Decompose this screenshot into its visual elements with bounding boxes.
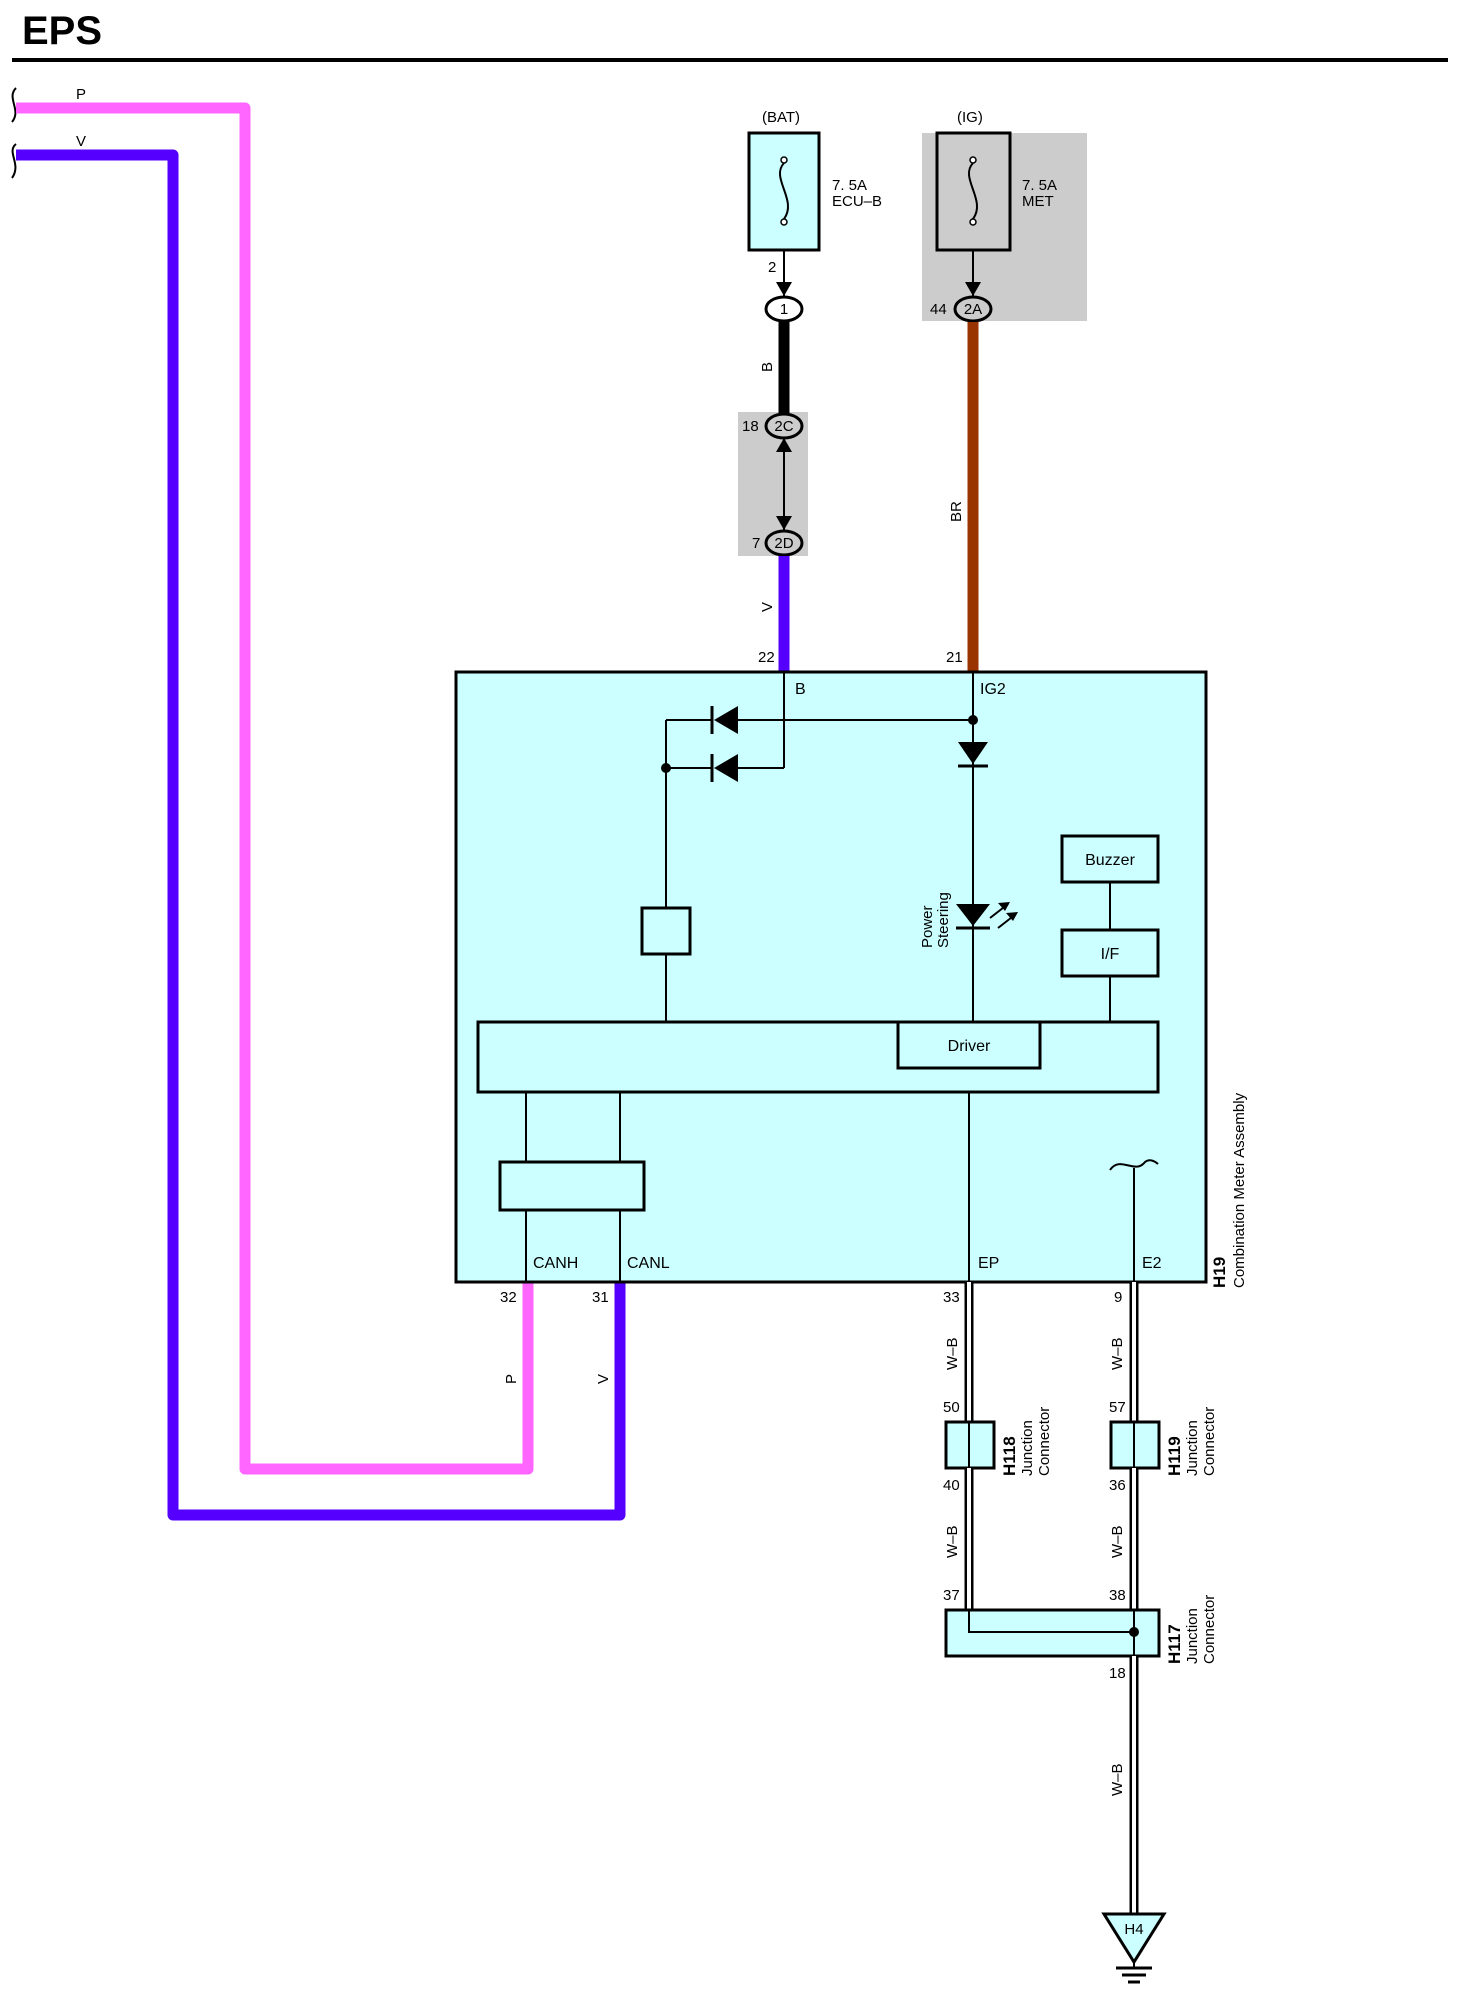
terminal-ep: EP (978, 1255, 999, 1272)
pin-18: 18 (742, 418, 759, 435)
driver-block (896, 1020, 1042, 1070)
regulator-block (640, 906, 692, 956)
fuse-ig-rating: 7. 5A (1022, 177, 1057, 194)
pin-22: 22 (758, 649, 775, 666)
terminal-canh: CANH (533, 1255, 578, 1272)
wire-label-wb-ground: W–B (1109, 1763, 1126, 1796)
pin-7: 7 (752, 535, 760, 552)
terminal-e2: E2 (1142, 1255, 1162, 1272)
wire-label-wb-e2-2: W–B (1109, 1525, 1126, 1558)
h117-connector: Connector (1201, 1595, 1218, 1664)
connector-2d (764, 529, 804, 557)
page-title: EPS (22, 9, 102, 53)
if-block (1060, 928, 1160, 978)
meter-name: Combination Meter Assembly (1231, 1092, 1248, 1288)
pin-18-h117: 18 (1109, 1665, 1126, 1682)
wire-v-canl (16, 149, 626, 1521)
pin-31: 31 (592, 1289, 609, 1306)
h117-label: H117 (1165, 1624, 1184, 1664)
pin-37: 37 (943, 1587, 960, 1604)
driver-label: Driver (948, 1038, 991, 1055)
pin-50: 50 (943, 1399, 960, 1416)
h119-label: H119 (1165, 1436, 1184, 1476)
pin-57: 57 (1109, 1399, 1126, 1416)
diode-ig2 (958, 742, 988, 764)
pin-21: 21 (946, 649, 963, 666)
connector-1-label: 1 (780, 301, 788, 318)
terminal-b: B (795, 681, 806, 698)
connector-2a (953, 295, 993, 323)
can-transceiver-block (498, 1160, 646, 1212)
fuse-ecu-b-element (778, 162, 790, 220)
wire-label-wb-ep-2: W–B (944, 1525, 961, 1558)
fuse-bat-source: (BAT) (762, 109, 800, 126)
terminal-ig2: IG2 (980, 681, 1006, 698)
ground-h4 (1101, 1912, 1167, 1965)
h118-junction: Junction (1019, 1420, 1036, 1476)
h118-connector: Connector (1036, 1407, 1053, 1476)
pin-33: 33 (943, 1289, 960, 1306)
connector-2a-label: 2A (964, 301, 982, 318)
h119-connector: Connector (1201, 1407, 1218, 1476)
cpu-bus-block (476, 1020, 1160, 1094)
buzzer-block (1060, 834, 1160, 884)
fuse-bat-name: ECU–B (832, 193, 882, 210)
wire-label-wb-ep-1: W–B (944, 1337, 961, 1370)
pin-44: 44 (930, 301, 947, 318)
fuse-bat-rating: 7. 5A (832, 177, 867, 194)
power-steering-led (956, 904, 990, 926)
wire-label-p-bottom: P (503, 1374, 520, 1384)
meter-id: H19 (1210, 1257, 1229, 1288)
wire-label-v-top: V (76, 133, 86, 150)
wire-p-canh (16, 102, 534, 1475)
pin-36: 36 (1109, 1477, 1126, 1494)
wire-break-p (11, 87, 17, 123)
fuse-ig-name: MET (1022, 193, 1054, 210)
connector-1 (764, 295, 804, 323)
e2-ground-symbol (1109, 1159, 1159, 1171)
connector-2d-label: 2D (774, 535, 793, 552)
wire-label-b: B (759, 362, 776, 372)
wire-label-v-bottom: V (595, 1374, 612, 1384)
pin-fuse-bat-out: 2 (768, 259, 776, 276)
if-label: I/F (1101, 946, 1120, 963)
h118-label: H118 (1000, 1436, 1019, 1476)
fuse-ig-source: (IG) (957, 109, 983, 126)
pin-32: 32 (500, 1289, 517, 1306)
wire-break-v (11, 143, 17, 179)
ground-h4-label: H4 (1124, 1921, 1143, 1938)
wire-label-v-mid: V (759, 602, 776, 612)
pin-9: 9 (1114, 1289, 1122, 1306)
fuse-met-element (967, 162, 979, 220)
pin-40: 40 (943, 1477, 960, 1494)
pin-38: 38 (1109, 1587, 1126, 1604)
diode-upper (714, 706, 738, 734)
connector-2c-label: 2C (774, 418, 793, 435)
h119-junction: Junction (1184, 1420, 1201, 1476)
indicator-label-line1: Power (919, 905, 936, 948)
h117-junction: Junction (1184, 1608, 1201, 1664)
wire-label-br: BR (948, 501, 965, 522)
terminal-canl: CANL (627, 1255, 670, 1272)
wire-label-wb-e2-1: W–B (1109, 1337, 1126, 1370)
wire-label-p-top: P (76, 86, 86, 103)
buzzer-label: Buzzer (1085, 852, 1135, 869)
indicator-label-line2: Steering (935, 892, 952, 948)
diode-lower (714, 754, 738, 782)
